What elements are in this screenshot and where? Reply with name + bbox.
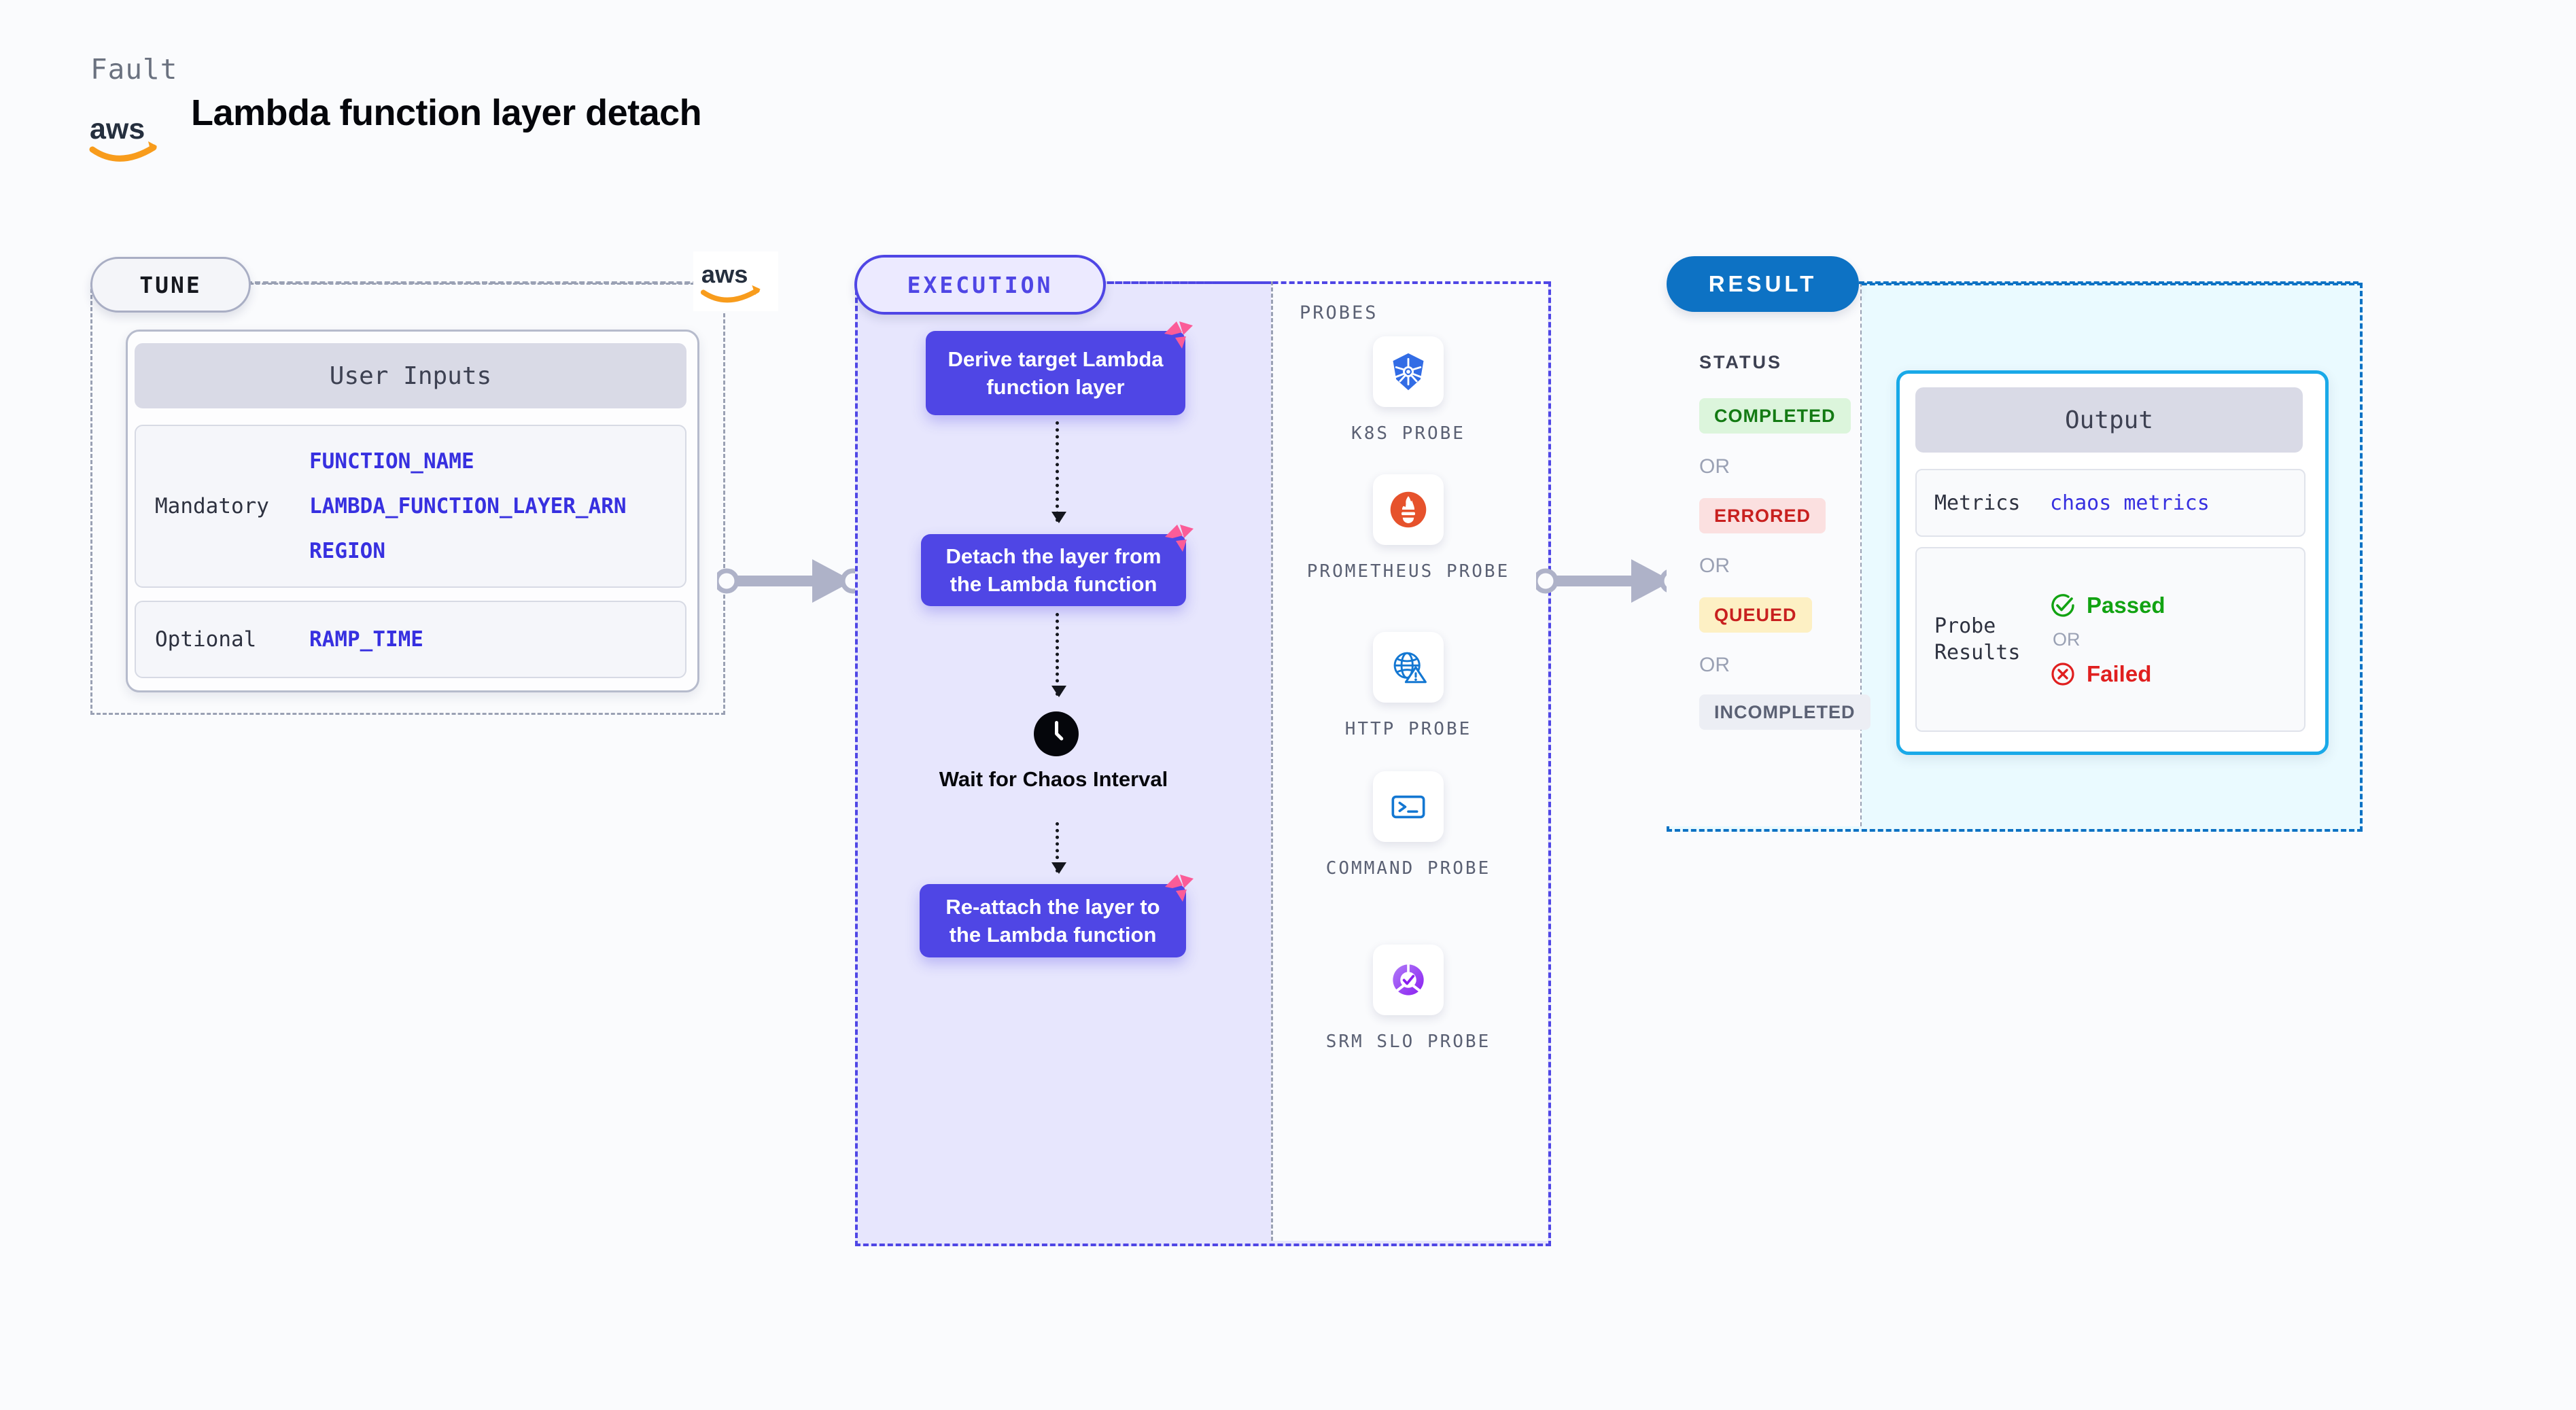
- svg-text:aws: aws: [701, 260, 748, 288]
- result-badge-label: RESULT: [1708, 271, 1817, 296]
- tune-badge[interactable]: TUNE: [90, 257, 251, 313]
- metrics-label: Metrics: [1934, 491, 2021, 515]
- execution-step-3[interactable]: Re-attach the layer to the Lambda functi…: [920, 875, 1194, 957]
- param-region[interactable]: REGION: [309, 539, 385, 563]
- check-circle-icon: [2051, 593, 2074, 617]
- litmus-ribbon-icon: [1165, 525, 1194, 552]
- probe-label-prometheus: PROMETHEUS PROBE: [1306, 561, 1510, 582]
- probe-result-or: OR: [2053, 629, 2081, 650]
- output-title: Output: [2064, 406, 2154, 434]
- execution-badge-label: EXECUTION: [907, 271, 1054, 298]
- param-ramp-time[interactable]: RAMP_TIME: [309, 627, 423, 652]
- user-inputs-title: User Inputs: [329, 362, 492, 390]
- header-kicker: Fault: [90, 53, 178, 86]
- status-badge-errored: ERRORED: [1699, 498, 1826, 533]
- terminal-icon: [1373, 771, 1444, 842]
- metrics-row: Metrics chaos metrics: [1915, 469, 2305, 537]
- param-function-name[interactable]: FUNCTION_NAME: [309, 449, 474, 474]
- srm-slo-icon: [1373, 945, 1444, 1015]
- litmus-ribbon-icon: [1165, 875, 1194, 902]
- probe-result-passed: Passed: [2050, 593, 2165, 618]
- aws-logo-icon-tune: aws: [693, 251, 778, 311]
- output-title-bar: Output: [1915, 387, 2303, 453]
- user-inputs-title-bar: User Inputs: [135, 343, 686, 408]
- param-lambda-function-layer-arn[interactable]: LAMBDA_FUNCTION_LAYER_ARN: [309, 494, 627, 518]
- probe-item-command[interactable]: COMMAND PROBE: [1293, 771, 1524, 881]
- result-badge-connector-line: [1859, 281, 2359, 284]
- probe-label-http: HTTP PROBE: [1344, 719, 1472, 739]
- page-title: Lambda function layer detach: [191, 92, 702, 133]
- connector-tune-to-execution: [714, 540, 866, 622]
- probe-item-srm-slo[interactable]: SRM SLO PROBE: [1293, 945, 1524, 1054]
- probe-label-k8s: K8S PROBE: [1351, 423, 1465, 444]
- tune-badge-label: TUNE: [139, 271, 202, 298]
- tune-badge-connector-line: [247, 281, 723, 284]
- status-or-2: OR: [1699, 554, 1730, 577]
- mandatory-param-list: FUNCTION_NAME LAMBDA_FUNCTION_LAYER_ARN …: [309, 449, 627, 563]
- prometheus-icon: [1373, 474, 1444, 545]
- connector-execution-to-result: [1533, 540, 1685, 622]
- probe-item-k8s[interactable]: K8S PROBE: [1293, 336, 1524, 446]
- mandatory-params-group: Mandatory FUNCTION_NAME LAMBDA_FUNCTION_…: [135, 425, 686, 588]
- aws-logo-icon: aws: [88, 109, 170, 163]
- execution-badge[interactable]: EXECUTION: [854, 255, 1106, 315]
- execution-step-2-label: Detach the layer from the Lambda functio…: [945, 544, 1162, 596]
- probe-results-values: Passed OR Failed: [2050, 593, 2165, 687]
- metrics-value[interactable]: chaos metrics: [2050, 491, 2210, 515]
- status-badge-completed: COMPLETED: [1699, 398, 1851, 434]
- svg-text:aws: aws: [90, 113, 145, 145]
- failed-label: Failed: [2087, 660, 2152, 686]
- optional-params-group: Optional RAMP_TIME: [135, 601, 686, 678]
- clock-icon: [1034, 711, 1079, 756]
- x-circle-icon: [2051, 662, 2074, 686]
- status-title: STATUS: [1699, 352, 1782, 372]
- probe-result-failed: Failed: [2050, 661, 2165, 687]
- execution-badge-connector-line: [1100, 281, 1549, 284]
- flow-arrow-1: [1051, 421, 1066, 523]
- http-globe-warning-icon: [1373, 632, 1444, 703]
- probes-subsection-frame: [1271, 281, 1548, 1241]
- execution-step-1[interactable]: Derive target Lambda function layer: [926, 321, 1193, 415]
- optional-param-list: RAMP_TIME: [309, 627, 423, 652]
- probe-item-prometheus[interactable]: PROMETHEUS PROBE: [1293, 474, 1524, 584]
- status-or-1: OR: [1699, 455, 1730, 478]
- passed-label: Passed: [2087, 592, 2165, 618]
- execution-step-2[interactable]: Detach the layer from the Lambda functio…: [921, 525, 1194, 606]
- result-status-column: [1667, 283, 1862, 826]
- result-badge[interactable]: RESULT: [1667, 256, 1859, 312]
- probe-label-command: COMMAND PROBE: [1325, 858, 1491, 879]
- mandatory-label: Mandatory: [155, 494, 269, 518]
- execution-step-3-label: Re-attach the layer to the Lambda functi…: [945, 894, 1160, 947]
- probe-results-label: Probe Results: [1934, 614, 2021, 665]
- status-badge-incompleted: INCOMPLETED: [1699, 694, 1870, 730]
- wait-node-label: Wait for Chaos Interval: [939, 767, 1168, 791]
- status-badge-queued: QUEUED: [1699, 597, 1812, 633]
- kubernetes-icon: [1373, 336, 1444, 407]
- execution-step-1-label: Derive target Lambda function layer: [947, 347, 1164, 399]
- probe-item-http[interactable]: HTTP PROBE: [1293, 632, 1524, 741]
- probe-label-srm-slo: SRM SLO PROBE: [1325, 1032, 1491, 1052]
- flow-arrow-2: [1051, 613, 1066, 697]
- optional-label: Optional: [155, 627, 257, 652]
- flow-arrow-3: [1051, 822, 1066, 874]
- probe-results-row: Probe Results Passed OR Failed: [1915, 547, 2305, 732]
- status-or-3: OR: [1699, 654, 1730, 676]
- probes-title: PROBES: [1300, 302, 1378, 323]
- litmus-ribbon-icon: [1164, 321, 1193, 349]
